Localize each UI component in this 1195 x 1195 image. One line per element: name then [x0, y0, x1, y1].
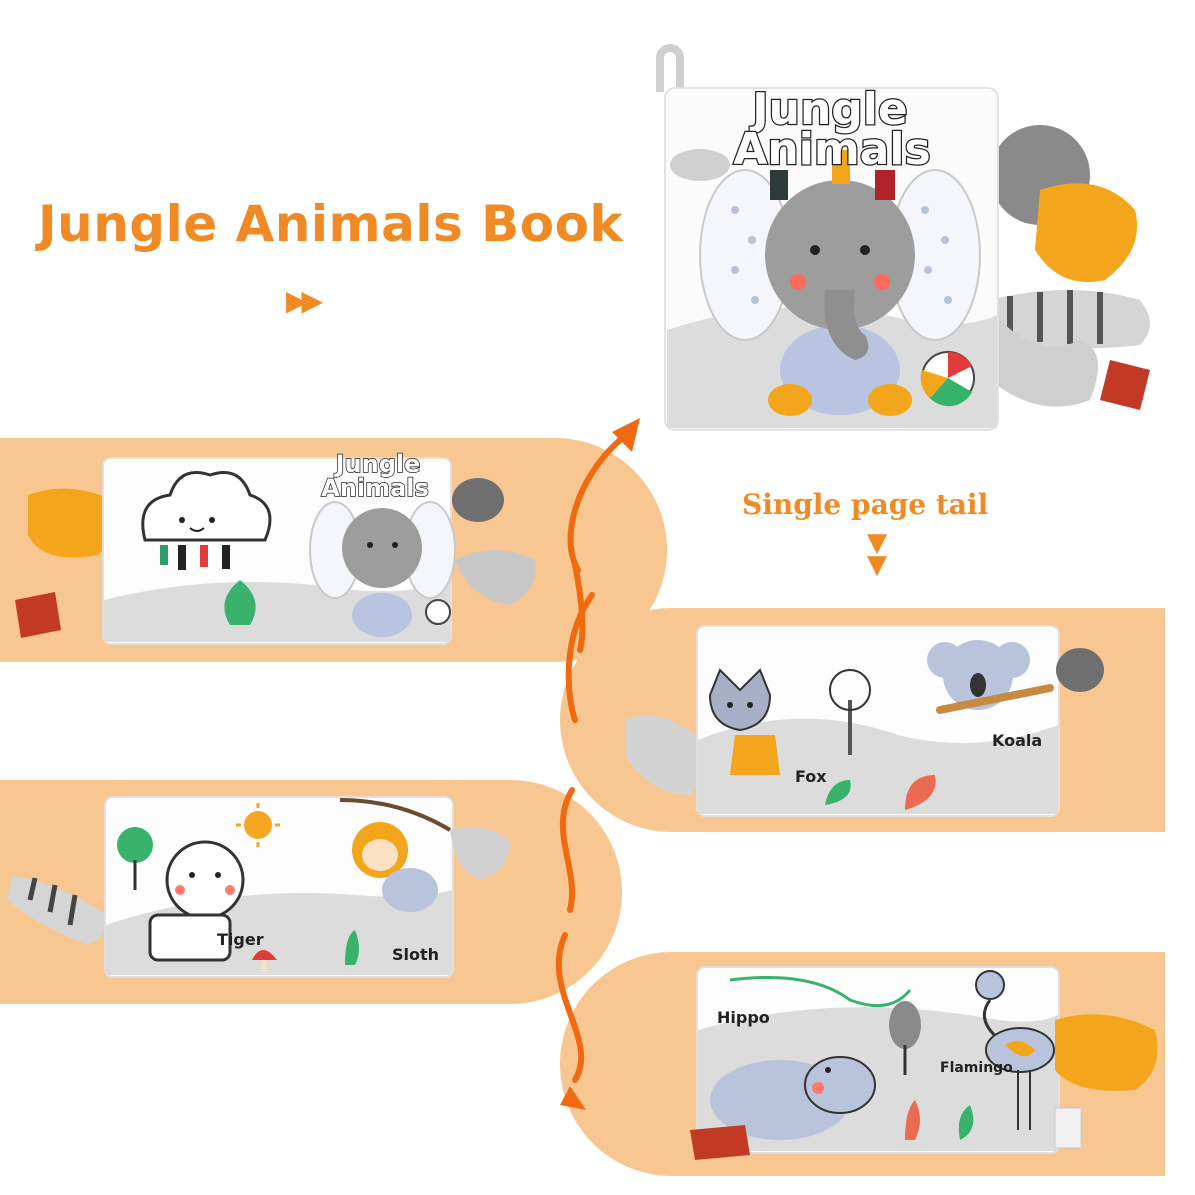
- leg-plush: [990, 320, 1098, 407]
- elephant-icon: [699, 150, 981, 416]
- spread-fox-koala: [625, 625, 1104, 817]
- cover-title-line2: Animals: [732, 124, 932, 175]
- elephant-eye-right: [860, 245, 870, 255]
- hanging-loop: [656, 44, 684, 92]
- elephant-trunk: [824, 290, 869, 360]
- tag-yellow: [832, 150, 850, 184]
- headline-arrows-icon: ▶▶: [286, 284, 323, 317]
- tail-label: Single page tail: [742, 488, 989, 521]
- tail-arrow-2: ▼: [867, 550, 887, 580]
- tiger-tail-stripes: [27, 877, 78, 926]
- tree-icon: [117, 827, 153, 890]
- label-flamingo: Flamingo: [940, 1060, 1013, 1076]
- tag-black: [770, 170, 788, 200]
- yellow-plush-left: [28, 488, 116, 558]
- gray-pompom-right: [1056, 648, 1104, 692]
- elephant-icon: [309, 501, 456, 637]
- ribbon-connector: [555, 437, 623, 1083]
- sun-icon: [236, 803, 280, 847]
- vine: [729, 976, 912, 1008]
- hippo-icon: [710, 1056, 876, 1140]
- leaf-green: [825, 780, 851, 805]
- cover-title-line1: Jungle: [751, 84, 909, 135]
- yellow-flap: [1035, 183, 1137, 282]
- spread-tiger-sloth: [7, 796, 510, 978]
- elephant-body: [780, 325, 900, 415]
- fox-icon: [708, 668, 780, 775]
- spread-title-line1: Jungle: [335, 450, 421, 478]
- elephant-foot-left: [768, 384, 812, 416]
- koala-icon: [927, 640, 1054, 714]
- ribbon-arrowhead-bottom: [560, 1086, 586, 1110]
- headline: Jungle Animals Book: [38, 195, 624, 253]
- tag-red: [875, 170, 895, 200]
- label-koala: Koala: [992, 731, 1043, 750]
- striped-tail-small: [455, 550, 536, 605]
- cover-cloud: [670, 149, 730, 181]
- fox-tail: [625, 715, 702, 795]
- book-cover: [656, 44, 1150, 431]
- leaf-red: [905, 775, 936, 810]
- label-tiger: Tiger: [217, 930, 264, 949]
- cloud-icon: [141, 471, 272, 570]
- label-fox: Fox: [795, 767, 827, 786]
- label-hippo: Hippo: [717, 1008, 770, 1027]
- ball-icon: [425, 599, 451, 625]
- elephant-foot-right: [868, 384, 912, 416]
- elephant-eye-left: [810, 245, 820, 255]
- palm-icon: [829, 669, 871, 755]
- tree-green: [224, 580, 256, 625]
- spread-hippo-flamingo: [690, 966, 1158, 1160]
- sloth-icon: [339, 798, 452, 912]
- elephant-head: [765, 180, 915, 330]
- tail-arrow-1: ▼: [867, 528, 887, 558]
- red-tassel-bottom: [690, 1125, 750, 1160]
- tiger-icon: [148, 840, 245, 962]
- label-sloth: Sloth: [392, 945, 440, 964]
- yellow-plush-right: [1055, 1014, 1158, 1091]
- red-tassel-left: [15, 592, 61, 638]
- elephant-cheek-right: [874, 274, 890, 290]
- tree-icon: [889, 1001, 921, 1075]
- white-label: [1054, 1107, 1082, 1149]
- mushroom-icon: [252, 950, 277, 972]
- tail-arrows-icon: ▼ ▼: [862, 528, 892, 580]
- flamingo-icon: [975, 970, 1055, 1130]
- red-tassel: [1100, 360, 1150, 410]
- grass-green: [345, 930, 359, 965]
- gray-flap-right: [450, 826, 510, 880]
- spread-fox-koala-ground: [698, 718, 1058, 814]
- spread-title: [15, 457, 536, 645]
- ribbon-arrowhead: [612, 418, 640, 452]
- spread-title-line2: Animals: [320, 474, 429, 502]
- plant-red: [905, 1100, 920, 1140]
- plant-green: [958, 1105, 974, 1140]
- ball-icon: [920, 351, 975, 407]
- gray-pompom-small: [452, 478, 504, 522]
- ear-dots: [731, 206, 952, 304]
- elephant-cheek-left: [790, 274, 806, 290]
